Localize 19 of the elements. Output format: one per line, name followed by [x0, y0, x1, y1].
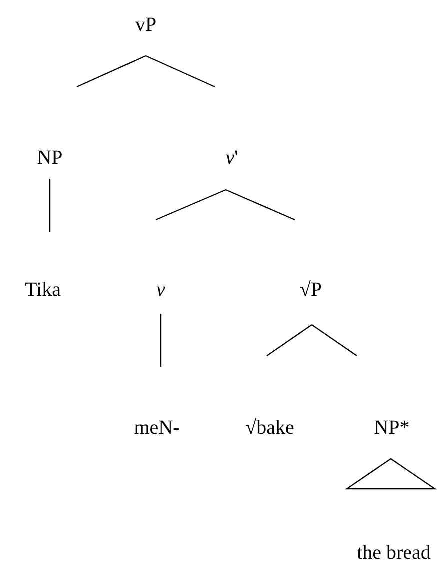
- tree-node-label: the bread: [357, 541, 431, 565]
- tree-node-label: √P: [300, 278, 322, 302]
- tree-branch: [146, 55, 216, 88]
- tree-node-label: vP: [135, 13, 157, 37]
- tree-node-label: v': [226, 146, 238, 170]
- tree-branch: [156, 189, 226, 221]
- tree-node-label: Tika: [25, 278, 61, 302]
- tree-branch: [266, 324, 312, 356]
- tree-node-label: √bake: [246, 416, 294, 440]
- tree-node-label: NP*: [374, 416, 410, 440]
- tree-branch: [226, 189, 296, 221]
- tree-node-label: NP: [37, 146, 63, 170]
- tree-node-label: v: [156, 278, 166, 302]
- tree-node-label: meN-: [134, 416, 180, 440]
- tree-branch: [49, 179, 51, 232]
- triangle-branch: [345, 458, 437, 490]
- tree-branch: [312, 324, 358, 356]
- tree-branch: [76, 55, 146, 88]
- tree-branch: [160, 314, 162, 367]
